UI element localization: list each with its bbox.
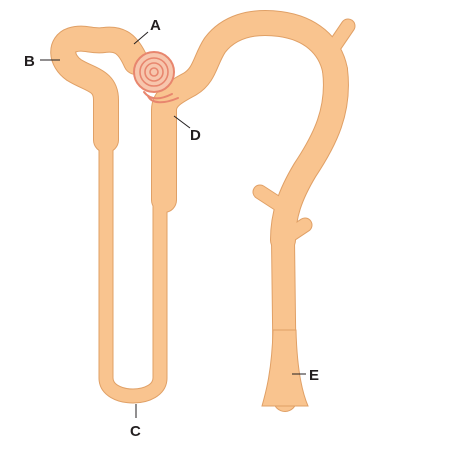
label-e: E	[309, 367, 319, 384]
label-b: B	[24, 53, 35, 70]
glomerulus-inner-ring-2	[144, 62, 164, 82]
collecting-duct-branch-right	[283, 218, 312, 242]
glomerulus-inner-ring	[139, 57, 169, 87]
leader-a	[133, 31, 149, 45]
efferent-arteriole	[147, 95, 179, 104]
glomerulus	[133, 51, 179, 104]
collecting-duct-curve	[271, 58, 348, 252]
descending-limb	[99, 133, 167, 403]
afferent-arteriole	[143, 91, 173, 100]
thick-ascending-limb	[152, 11, 347, 212]
collecting-duct-branch-left	[253, 185, 287, 212]
tubes-group	[50, 10, 356, 412]
label-d: D	[190, 127, 201, 144]
leader-d	[173, 115, 191, 129]
collecting-duct-flare	[261, 329, 309, 407]
proximal-convoluted-tubule	[51, 26, 148, 152]
label-a: A	[150, 17, 161, 34]
label-leaders	[40, 31, 306, 418]
collecting-duct-top-stub	[326, 19, 355, 55]
glomerulus-core	[149, 67, 159, 77]
label-c: C	[130, 423, 141, 440]
labels: A B C D E	[24, 17, 319, 440]
